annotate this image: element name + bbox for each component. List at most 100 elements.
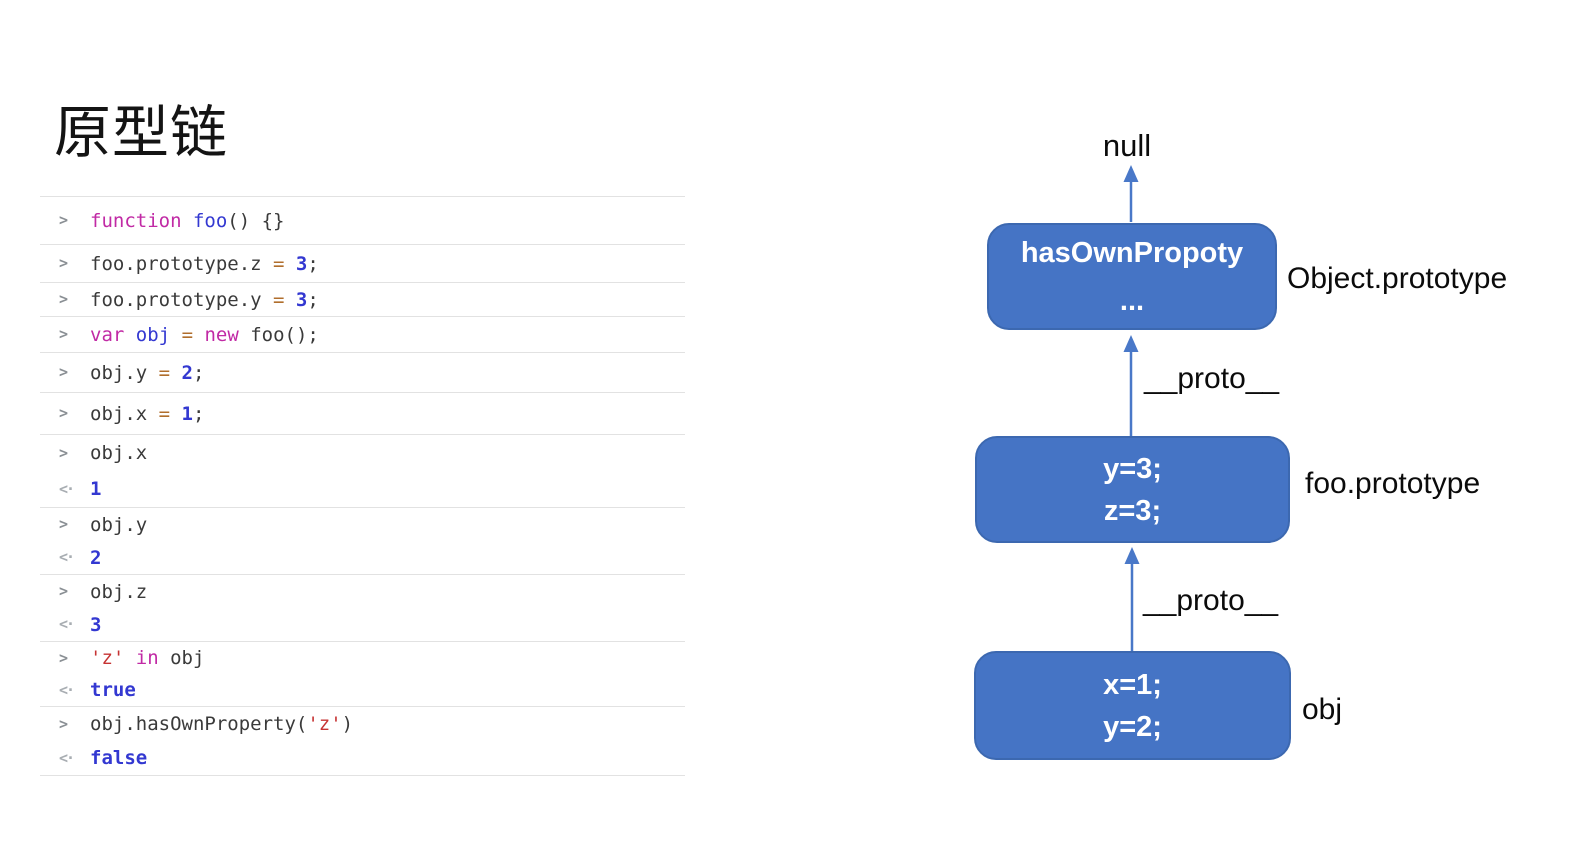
returned-value-arrow-icon: <· [59, 479, 75, 498]
node-text-line: z=3; [1103, 494, 1162, 527]
code-token: obj.x [90, 442, 148, 464]
console-command-row: > obj.z [40, 575, 685, 608]
node-text-line: hasOwnPropoty [1020, 236, 1244, 269]
code-text: 'z' in obj [90, 647, 204, 669]
prompt-icon: > [59, 648, 69, 667]
console-group: > obj.x = 1; [40, 392, 685, 434]
code-token: obj.hasOwnProperty( [90, 713, 308, 735]
console-group: >var obj = new foo(); [40, 316, 685, 352]
code-text: foo.prototype.y = 3; [90, 289, 319, 311]
proto-arrow-to-null [1123, 165, 1139, 222]
code-token: true [90, 679, 136, 701]
node-obj: x=1; y=2; [974, 651, 1291, 760]
prompt-icon: > [59, 582, 69, 600]
console-command-row: > obj.y [40, 508, 685, 541]
code-token: = [273, 288, 296, 311]
code-text: 3 [90, 614, 101, 636]
prompt-icon: > [59, 515, 69, 533]
code-token [170, 324, 181, 346]
console-result-row: <· 2 [40, 541, 685, 574]
console-command-row: > obj.x [40, 435, 685, 471]
code-token: ; [192, 361, 205, 384]
code-token: 'z' [90, 647, 125, 669]
code-token: obj.z [90, 580, 148, 603]
console-group: > function foo() {} [40, 196, 685, 244]
prompt-icon: > [59, 443, 69, 462]
prompt-icon: > [59, 211, 69, 229]
prompt-icon: > [59, 254, 69, 272]
code-token: 1 [181, 402, 193, 425]
code-text: obj.y [90, 514, 147, 536]
console-result-row: <· false [40, 741, 685, 775]
code-token: ) [341, 713, 354, 735]
code-token: ; [192, 402, 205, 425]
returned-value-arrow-icon: <· [59, 748, 75, 767]
console-group: >'z' in obj<·true [40, 641, 685, 706]
code-token: obj [135, 323, 171, 346]
console-group: > foo.prototype.y = 3; [40, 282, 685, 316]
code-token: obj.y [90, 361, 159, 384]
console-panel: >function foo() {}>foo.prototype.z = 3;>… [40, 196, 685, 776]
console-result-row: <· 3 [40, 608, 685, 641]
code-text: obj.x = 1; [90, 403, 204, 425]
side-label-obj: obj [1302, 693, 1343, 726]
proto-arrow-foo-prototype-to-object-prototype [1123, 335, 1139, 436]
code-token: var [90, 323, 125, 346]
code-token: = [158, 402, 182, 425]
console-command-row: > obj.x = 1; [40, 393, 685, 434]
code-token: obj.x [90, 402, 159, 425]
null-label: null [1102, 128, 1152, 163]
code-text: true [90, 679, 136, 701]
console-group: > obj.y = 2; [40, 352, 685, 392]
code-token: obj.y [90, 513, 148, 536]
code-text: var obj = new foo(); [90, 324, 319, 346]
code-token: ; [307, 288, 319, 311]
code-text: 1 [90, 478, 101, 500]
code-token: 3 [295, 252, 308, 275]
node-text-line: x=1; [1103, 668, 1162, 701]
code-token: ; [307, 252, 319, 275]
code-token [124, 647, 135, 669]
proto-edge-label: __proto__ [1144, 362, 1280, 395]
console-group: > obj.z <· 3 [40, 574, 685, 641]
code-token: () {} [227, 209, 285, 232]
code-token: 2 [181, 361, 193, 384]
code-token: new [204, 323, 239, 346]
code-text: obj.y = 2; [90, 362, 204, 384]
code-text: obj.z [90, 581, 147, 603]
code-token: foo(); [238, 323, 319, 346]
node-object-prototype: hasOwnPropoty ... [987, 223, 1277, 330]
code-token: 'z' [307, 713, 342, 735]
code-token: function [90, 209, 182, 232]
proto-edge-label: __proto__ [1143, 584, 1279, 617]
console-command-row: >var obj = new foo(); [40, 317, 685, 352]
code-token: = [181, 323, 205, 346]
prompt-icon: > [59, 363, 69, 381]
code-token [182, 210, 193, 232]
code-text: false [90, 747, 147, 769]
proto-arrow-obj-to-foo-prototype [1124, 547, 1140, 651]
code-token: in [135, 647, 159, 669]
code-text: 2 [90, 547, 101, 569]
returned-value-arrow-icon: <· [59, 548, 75, 566]
console-command-row: > foo.prototype.z = 3; [40, 245, 685, 282]
prompt-icon: > [59, 290, 69, 308]
code-text: obj.x [90, 442, 147, 464]
code-text: obj.hasOwnProperty('z') [90, 713, 353, 735]
code-token: = [273, 252, 296, 275]
prompt-icon: > [59, 404, 69, 422]
code-text: function foo() {} [90, 210, 285, 232]
node-text-line: ... [1119, 284, 1145, 317]
code-token: 2 [90, 546, 102, 569]
console-group: > obj.x <· 1 [40, 434, 685, 507]
node-text-line: y=3; [1103, 452, 1162, 485]
code-text: foo.prototype.z = 3; [90, 253, 319, 275]
code-token: 3 [295, 288, 308, 311]
side-label-object-prototype: Object.prototype [1287, 262, 1508, 295]
returned-value-arrow-icon: <· [59, 615, 75, 633]
code-token [124, 324, 135, 346]
console-command-row: > foo.prototype.y = 3; [40, 283, 685, 316]
console-result-row: <· 1 [40, 471, 685, 507]
page-title: 原型链 [54, 100, 228, 167]
